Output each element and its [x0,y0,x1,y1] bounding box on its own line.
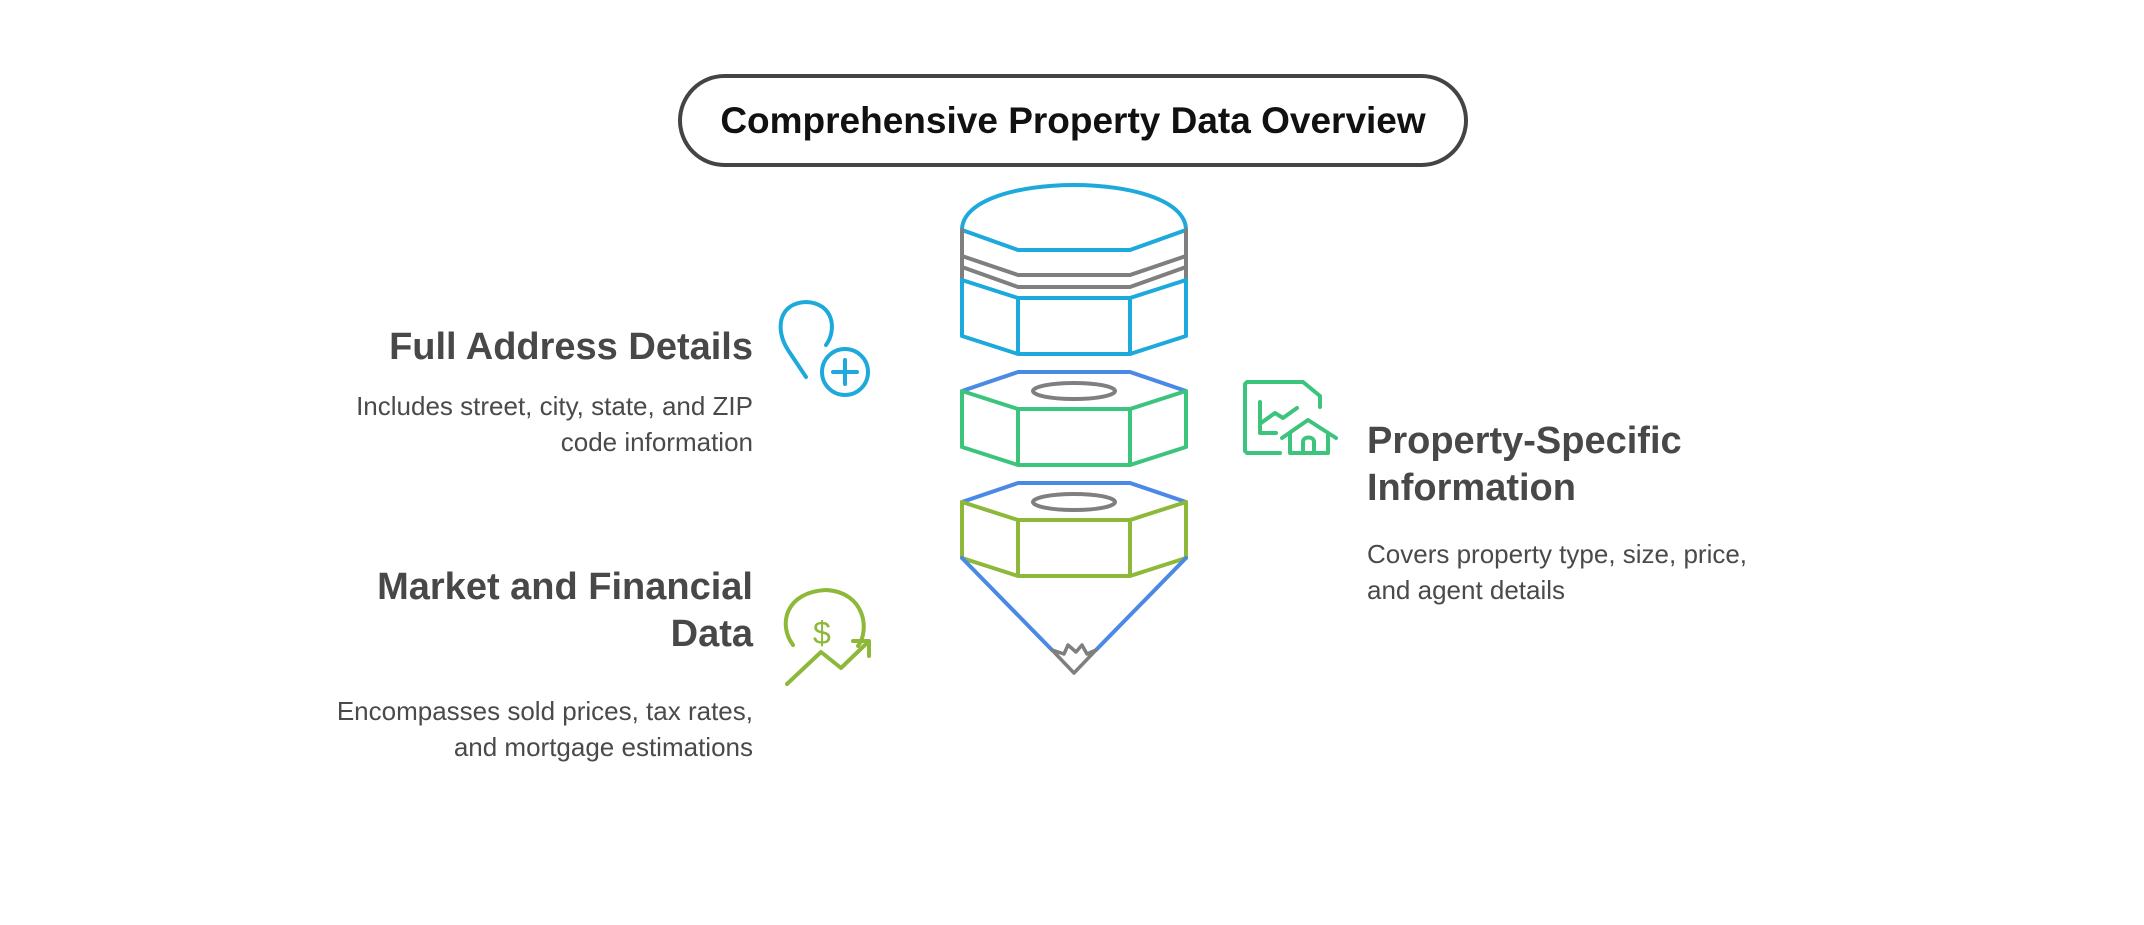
pencil-eraser-segment [960,183,1188,356]
chart-house-icon [1243,380,1338,455]
pencil-tip [960,556,1188,675]
dollar-growth-icon: $ [783,588,871,686]
property-specific-heading: Property-Specific Information [1367,420,1682,509]
page-title: Comprehensive Property Data Overview [720,99,1426,141]
full-address-heading: Full Address Details [389,326,753,368]
pencil-middle-segment [960,370,1188,467]
map-pin-plus-icon [778,300,870,397]
full-address-description: Includes street, city, state, and ZIP co… [356,391,753,457]
property-specific-description: Covers property type, size, price, and a… [1367,539,1748,605]
market-financial-heading: Market and Financial Data [377,566,753,655]
pencil-lower-segment [960,481,1188,578]
svg-text:$: $ [813,615,831,651]
title-pill: Comprehensive Property Data Overview [678,74,1468,167]
market-financial-description: Encompasses sold prices, tax rates, and … [336,696,753,762]
